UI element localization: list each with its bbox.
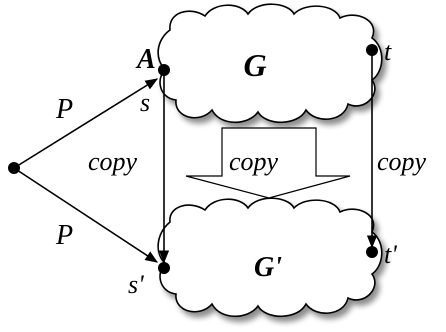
arrow-p-lower [13, 167, 159, 263]
arrow-p-upper [13, 78, 159, 169]
cloud-g-prime [157, 197, 383, 318]
label-copy-right: copy [377, 147, 427, 176]
node-t [366, 44, 378, 56]
node-origin [8, 162, 20, 174]
label-copy-middle: copy [229, 147, 279, 176]
label-g-prime: G' [254, 252, 282, 283]
cloud-g [157, 3, 383, 124]
label-t: t [384, 37, 392, 66]
label-a: A [135, 44, 156, 75]
copy-hollow-arrow [185, 127, 351, 199]
label-p-lower: P [55, 220, 73, 251]
node-s-prime [158, 262, 170, 274]
label-g: G [243, 47, 266, 83]
label-s: s [140, 88, 150, 117]
label-s-prime: s' [128, 270, 144, 299]
label-t-prime: t' [384, 240, 397, 269]
node-t-prime [366, 246, 378, 258]
label-copy-left: copy [88, 147, 138, 176]
node-s [158, 64, 170, 76]
label-p-upper: P [55, 94, 73, 125]
